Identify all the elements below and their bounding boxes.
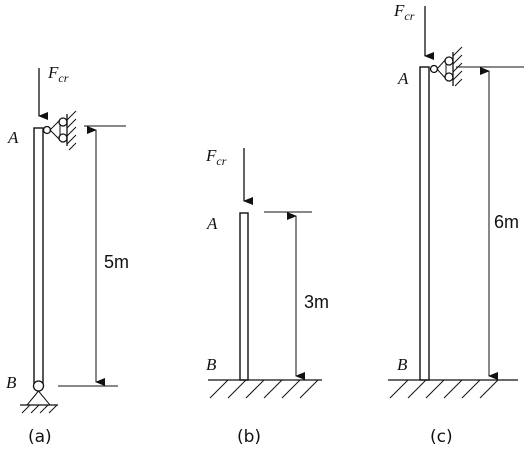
point-b-label-c: B bbox=[397, 355, 408, 374]
length-label-a: 5m bbox=[104, 252, 129, 272]
dimension-a bbox=[58, 125, 126, 387]
panel-c: Fcr A B bbox=[388, 1, 524, 447]
point-b-label-b: B bbox=[206, 355, 217, 374]
top-roller-support-a bbox=[42, 110, 77, 151]
point-a-label-c: A bbox=[397, 69, 409, 88]
force-label-c: Fcr bbox=[393, 1, 415, 23]
fixed-base-c bbox=[388, 379, 518, 399]
panel-b: Fcr A B 3m (b) bbox=[205, 146, 329, 447]
caption-b: (b) bbox=[237, 427, 261, 447]
point-b-label-a: B bbox=[6, 373, 17, 392]
column-a bbox=[33, 127, 44, 385]
point-a-label-a: A bbox=[7, 128, 19, 147]
caption-a: (a) bbox=[28, 427, 52, 447]
column-c bbox=[419, 66, 430, 381]
force-label-b: Fcr bbox=[205, 146, 227, 168]
panel-a: Fcr A B bbox=[6, 63, 129, 447]
top-roller-support-c bbox=[429, 46, 463, 87]
point-a-label-b: A bbox=[206, 214, 218, 233]
length-label-c: 6m bbox=[494, 212, 519, 232]
dimension-c bbox=[456, 66, 524, 380]
dimension-b bbox=[264, 211, 312, 380]
fixed-base-b bbox=[208, 379, 322, 399]
bottom-pin-support-a bbox=[20, 380, 58, 414]
force-label-a: Fcr bbox=[47, 63, 69, 85]
length-label-b: 3m bbox=[304, 292, 329, 312]
column-b bbox=[239, 212, 249, 381]
caption-c: (c) bbox=[430, 427, 453, 447]
